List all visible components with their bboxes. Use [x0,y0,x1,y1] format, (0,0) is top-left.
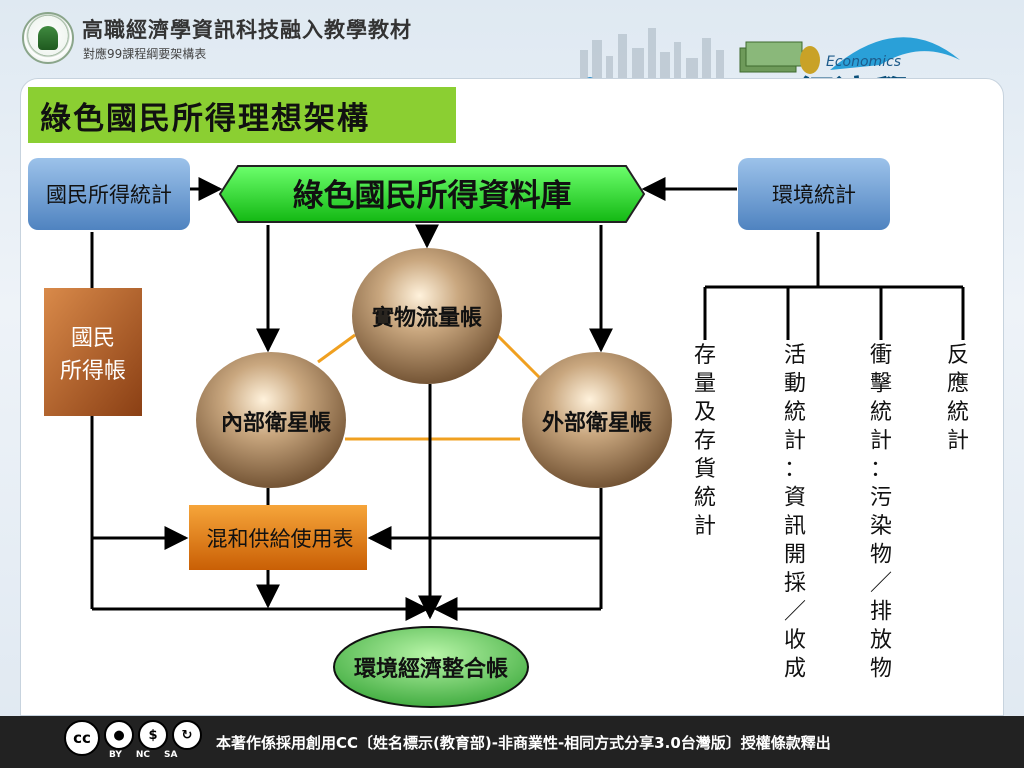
cc-icon: cc [64,720,100,756]
brand-english: Economics [826,54,902,70]
seea-label: 環境經濟整合帳 [354,656,508,682]
satellite-triangle [317,333,542,441]
environment-branch-label-2: 活動統計：資訊開採／收成 [784,343,806,682]
external-satellite-account-label: 外部衛星帳 [542,410,652,436]
cc-labels: BY NC SA [109,750,177,760]
slide-title: 綠色國民所得理想架構 [28,87,456,143]
footer-bar [0,716,1024,768]
noncommercial-icon: $ [138,720,168,750]
connector-lines [90,177,965,621]
environment-branch-label-4: 反應統計 [947,343,969,454]
environment-branch-label-1: 存量及存貨統計 [694,343,716,539]
internal-satellite-account-sphere: 內部衛星帳 [196,352,346,488]
creative-commons-badge: cc ● $ ↻ [64,720,202,764]
ministry-of-education-logo [22,12,74,64]
green-national-income-database: 綠色國民所得資料庫 [218,165,646,223]
environment-branch-label-3: 衝擊統計：污染物／排放物 [870,343,892,682]
cc-label-nc: NC [135,750,151,760]
hybrid-supply-use-table-box: 混和供給使用表 [189,505,367,570]
national-income-statistics-label: 國民所得統計 [46,183,172,207]
internal-satellite-account-label: 內部衛星帳 [221,410,331,436]
attribution-icon: ● [104,720,134,750]
hybrid-supply-use-label: 混和供給使用表 [207,527,354,551]
national-income-account-label-1: 國民 [71,326,115,351]
national-income-account-box: 國民 所得帳 [44,288,142,416]
cc-label-by: BY [109,750,122,760]
seea-ellipse: 環境經濟整合帳 [333,626,529,708]
external-satellite-account-sphere: 外部衛星帳 [522,352,672,488]
header-subtitle: 對應99課程綱要架構表 [83,47,207,61]
money-stack-icon [739,41,820,74]
license-text: 本著作係採用創用CC〔姓名標示(教育部)-非商業性-相同方式分享3.0台灣版〕授… [216,734,831,752]
physical-flow-account-sphere: 實物流量帳 [352,248,502,384]
green-database-label: 綠色國民所得資料庫 [293,178,572,214]
sharealike-icon: ↻ [172,720,202,750]
environment-statistics-label: 環境統計 [772,183,856,207]
environment-statistics-branches: 存量及存貨統計 活動統計：資訊開採／收成 衝擊統計：污染物／排放物 反應統計 [694,343,969,682]
header-title: 高職經濟學資訊科技融入教學教材 [82,18,412,42]
swoosh-arrow-icon [830,37,960,70]
physical-flow-account-label: 實物流量帳 [372,305,482,331]
environment-statistics-box: 環境統計 [738,158,890,230]
national-income-account-label-2: 所得帳 [60,359,126,384]
header: 高職經濟學資訊科技融入教學教材 對應99課程綱要架構表 Economics 經濟… [0,0,1024,117]
national-income-statistics-box: 國民所得統計 [28,158,190,230]
cc-label-sa: SA [164,750,178,760]
